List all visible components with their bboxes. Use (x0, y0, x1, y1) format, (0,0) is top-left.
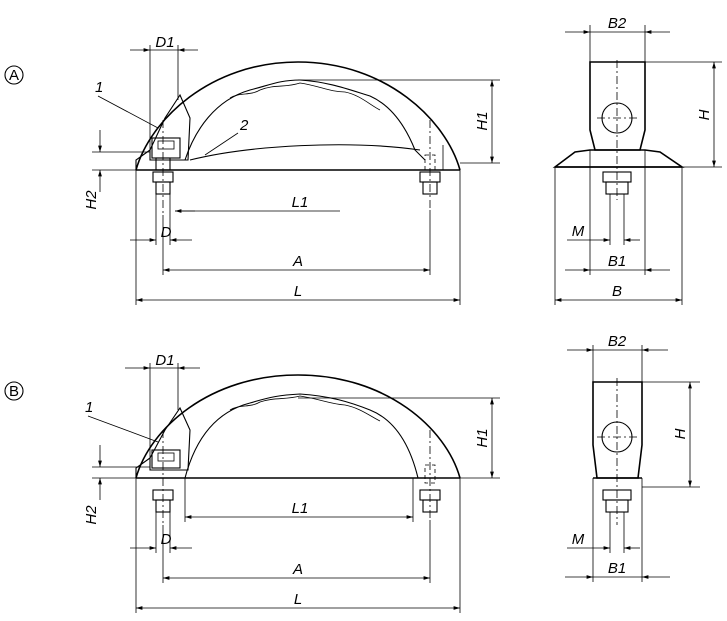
dim-a-H: H (696, 109, 713, 120)
variant-a-front-view: A D1 (4, 34, 500, 305)
dim-b-B2: B2 (608, 333, 627, 350)
callout-a-2: 2 (239, 117, 249, 134)
dim-a-H1: H1 (474, 111, 491, 130)
dim-a-D1: D1 (155, 34, 174, 51)
dim-b-L1: L1 (292, 500, 309, 517)
dim-a-M: M (572, 223, 585, 240)
variant-b-circle (4, 381, 24, 401)
dim-a-L: L (294, 283, 302, 300)
dim-b-A: A (292, 561, 303, 578)
dim-b-D1: D1 (155, 352, 174, 369)
variant-b-front-view: B D1 1 H1 (4, 352, 500, 613)
dim-b-H2: H2 (83, 505, 100, 525)
dim-a-B2: B2 (608, 15, 627, 32)
dim-a-B: B (612, 283, 622, 300)
dim-a-L1: L1 (292, 194, 309, 211)
dim-b-B1: B1 (608, 560, 626, 577)
variant-b-label: B (9, 383, 19, 400)
dim-a-B1: B1 (608, 253, 626, 270)
variant-a-circle (4, 65, 24, 85)
variant-b-side-view: B2 H M B1 (565, 333, 700, 582)
dim-b-M: M (572, 531, 585, 548)
dim-a-A: A (292, 253, 303, 270)
dim-b-L: L (294, 591, 302, 608)
variant-a-label: A (9, 67, 19, 84)
dim-b-D: D (161, 531, 172, 548)
dim-b-H1: H1 (474, 428, 491, 447)
dim-b-H: H (672, 428, 689, 439)
dim-a-D: D (161, 224, 172, 241)
dim-a-H2: H2 (83, 190, 100, 210)
callout-a-1: 1 (95, 79, 103, 96)
callout-b-1: 1 (85, 399, 93, 416)
variant-a-side-view: B2 H M B1 B (552, 15, 722, 305)
